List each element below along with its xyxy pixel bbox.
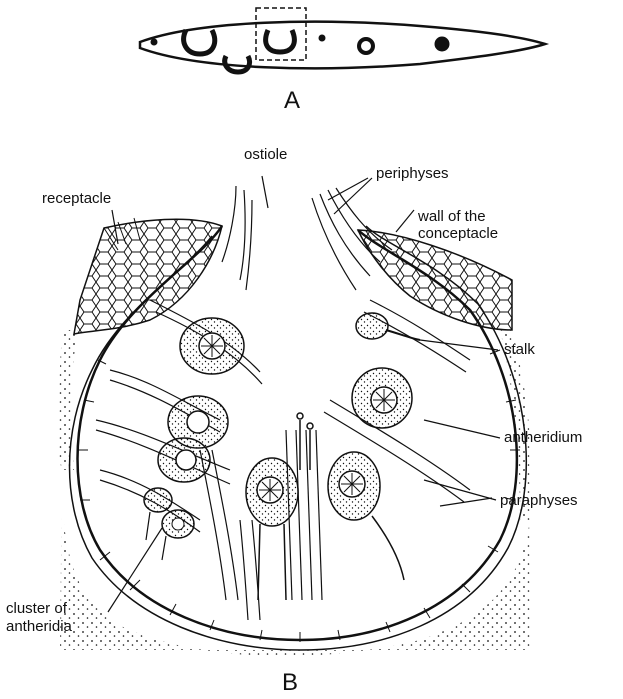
antheridium-3	[158, 438, 210, 482]
antheridium-4	[246, 458, 298, 600]
antheridium-1	[180, 318, 244, 374]
antheridium-6	[352, 368, 412, 428]
label-ostiole: ostiole	[244, 146, 287, 163]
label-receptacle: receptacle	[42, 190, 111, 207]
label-cluster-line2: antheridia	[6, 618, 72, 635]
label-antheridium: antheridium	[504, 429, 582, 446]
label-cluster-line1: cluster of	[6, 600, 67, 617]
label-wall-line2: conceptacle	[418, 225, 498, 242]
label-stalk: stalk	[504, 341, 535, 358]
paraphyses-filaments	[96, 300, 470, 620]
label-periphyses: periphyses	[376, 165, 449, 182]
antheridium-7	[356, 313, 420, 340]
label-wall-line1: wall of the	[418, 208, 486, 225]
panel-a-thallus	[140, 8, 545, 72]
label-paraphyses: paraphyses	[500, 492, 578, 509]
panel-b-letter: B	[282, 669, 298, 696]
antheridium-5	[328, 452, 404, 580]
panel-a-letter: A	[284, 87, 300, 114]
antheridia-cluster	[144, 488, 194, 560]
receptacle-tissue-left	[74, 218, 222, 334]
conceptacle-drawing	[58, 176, 531, 656]
